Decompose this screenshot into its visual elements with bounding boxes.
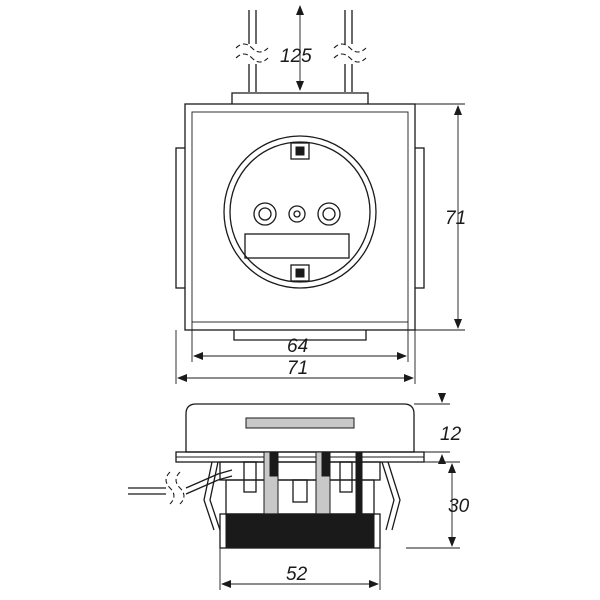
socket-cup-inner xyxy=(229,141,371,283)
center-screw xyxy=(288,205,306,223)
dimension-cover-depth-label: 12 xyxy=(440,424,462,445)
socket-bridge xyxy=(244,233,350,259)
dimension-frame-height-label: 71 xyxy=(445,208,466,229)
side-wires xyxy=(128,469,233,505)
dimension-insert-width-label: 52 xyxy=(286,564,308,585)
dimension-frame-width-label: 71 xyxy=(287,358,308,379)
cover-label-strip xyxy=(245,417,355,429)
dimension-inner-width-label: 64 xyxy=(287,336,308,357)
insert-base xyxy=(225,513,375,549)
dimension-mounting-depth-label: 30 xyxy=(448,496,470,517)
pin-hole-left xyxy=(253,202,277,226)
side-view: 12 30 52 xyxy=(128,393,470,590)
socket-frame-inner-edge xyxy=(191,111,409,323)
socket-cup-outer xyxy=(223,135,377,289)
front-view: 125 71 64 xyxy=(175,5,466,384)
supply-wires xyxy=(235,10,367,92)
dimension-wire-spacing-label: 125 xyxy=(280,46,312,67)
socket-frame xyxy=(184,103,416,331)
pin-hole-right xyxy=(317,202,341,226)
